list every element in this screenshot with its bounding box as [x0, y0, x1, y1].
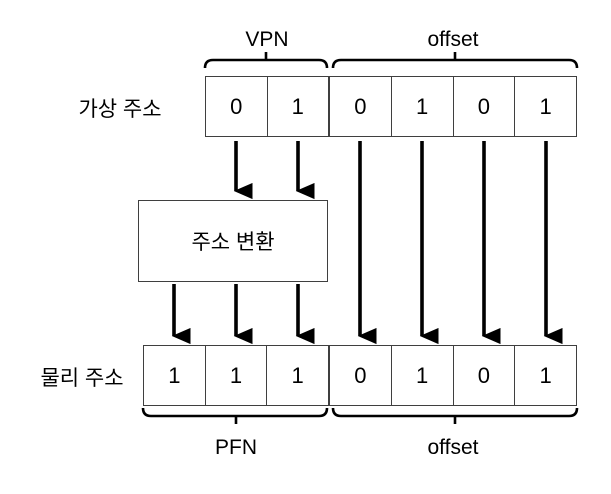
bit-cell: 1 [514, 77, 576, 136]
underbrace-pfn [141, 407, 329, 424]
bit-cell: 0 [452, 77, 515, 136]
box-to-pfn-arrows [171, 284, 315, 345]
overbrace-offset [331, 52, 579, 69]
virtual-address-vpn-cells: 0 1 [205, 76, 329, 137]
underbrace-offset [331, 407, 579, 424]
pfn-brace-label: PFN [215, 436, 257, 459]
top-offset-brace-label: offset [427, 28, 479, 51]
bit-cell: 1 [514, 346, 576, 405]
bit-cell: 1 [390, 77, 453, 136]
bit-cell: 1 [168, 362, 181, 388]
vpn-brace-label: VPN [245, 28, 289, 51]
bit-cell: 1 [390, 346, 453, 405]
bit-cell: 1 [266, 77, 329, 136]
virtual-address-offset-cells: 0 1 0 1 [329, 76, 577, 137]
address-translation-box: 주소 변환 [138, 200, 328, 282]
virtual-address-label: 가상 주소 [78, 98, 162, 121]
vpn-to-box-arrows [233, 141, 315, 200]
physical-address-label: 물리 주소 [40, 367, 124, 390]
overbrace-vpn [203, 52, 329, 69]
bit-cell: 0 [452, 346, 515, 405]
physical-address-offset-cells: 0 1 0 1 [329, 345, 577, 406]
bit-cell: 0 [354, 362, 367, 388]
physical-address-pfn-cells: 1 1 1 [143, 345, 329, 406]
bottom-offset-brace-label: offset [427, 436, 479, 459]
bit-cell: 0 [354, 93, 367, 119]
offset-passthrough-arrows [357, 141, 563, 345]
bit-cell: 1 [204, 346, 267, 405]
bit-cell: 0 [230, 93, 243, 119]
bit-cell: 1 [266, 346, 328, 405]
